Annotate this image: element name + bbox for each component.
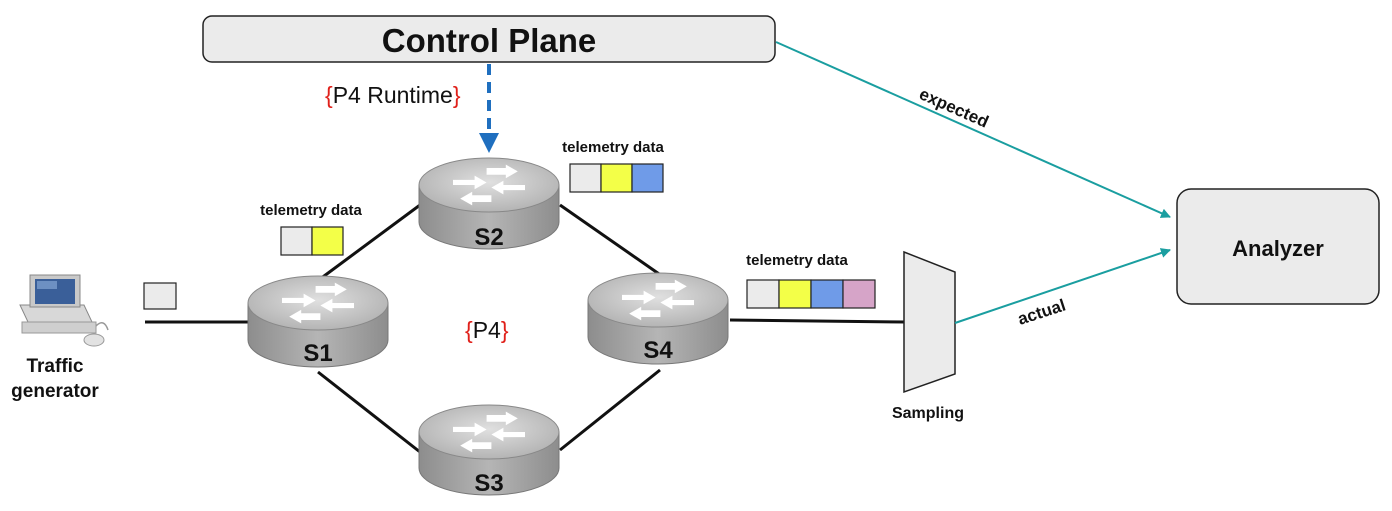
telemetry-cell [311,226,344,256]
link-s4-sampling [729,318,906,324]
analyzer-label: Analyzer [1232,236,1324,261]
p4-label: {P4} [465,317,509,343]
telemetry-cell [600,163,633,193]
telemetry-label-s4: telemetry data [746,252,848,269]
telemetry-stack-s2 [569,163,664,193]
telemetry-cell [569,163,602,193]
link-s1-s3 [317,370,421,454]
link-s3-s4 [559,368,661,452]
link-s2-s4 [559,203,663,278]
switch-label: S4 [643,337,673,364]
packet-box [143,282,177,310]
switch-s2: S2 [418,157,560,251]
telemetry-label-s2: telemetry data [562,139,664,156]
switch-s1: S1 [247,275,389,368]
switch-s3: S3 [418,404,560,497]
control-plane-label: Control Plane [382,22,597,59]
analyzer-box [1176,188,1380,305]
telemetry-stack-s1 [280,226,344,256]
sampling-block [903,250,956,394]
telemetry-cell [842,279,876,309]
sampling-label: Sampling [892,405,964,422]
switch-label: S2 [474,224,503,251]
telemetry-label-s1: telemetry data [260,202,362,219]
link-s1-s2 [315,203,421,284]
p4-runtime-arrowhead [479,133,499,153]
telemetry-cell [280,226,313,256]
telemetry-cell [746,279,780,309]
p4-runtime-label: {P4 Runtime} [325,82,461,108]
control-plane-box [202,15,776,63]
switch-label: S3 [474,470,503,497]
switch-label: S1 [303,340,332,367]
telemetry-stack-s4 [746,279,876,309]
computer-icon [19,274,109,347]
telemetry-cell [810,279,844,309]
switch-s4: S4 [587,272,729,365]
expected-label: expected [916,84,991,131]
expected-arrow [775,41,1171,218]
telemetry-cell [778,279,812,309]
actual-arrow [954,248,1171,324]
traffic-generator-label-line1: Traffic [26,356,83,377]
traffic-generator-label-line2: generator [11,381,99,402]
telemetry-cell [631,163,664,193]
